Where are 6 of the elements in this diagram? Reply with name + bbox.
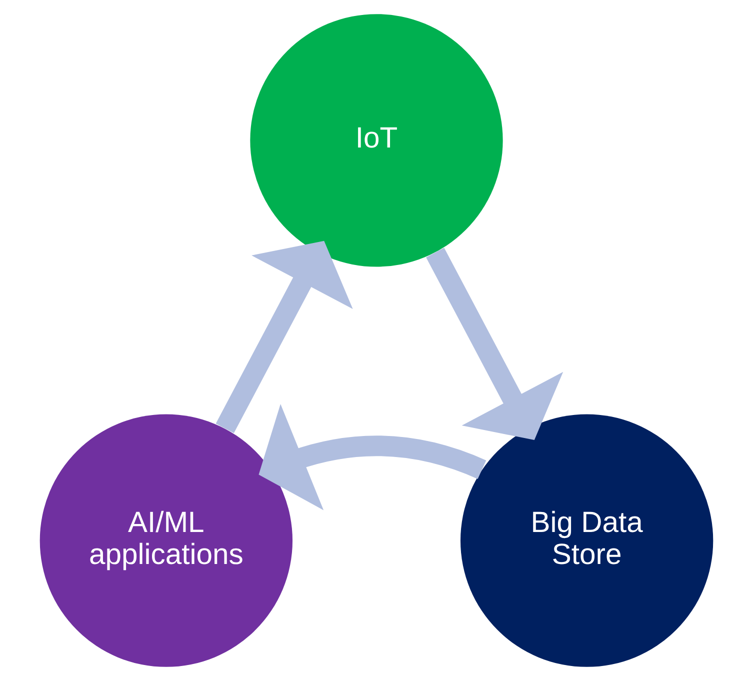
- node-circle: Big Data Store: [460, 414, 713, 667]
- arrow: [258, 404, 486, 510]
- node-circle: IoT: [250, 14, 502, 267]
- arrow: [215, 240, 352, 434]
- node-circle: AI/ML applications: [39, 414, 292, 667]
- arrow: [426, 248, 563, 440]
